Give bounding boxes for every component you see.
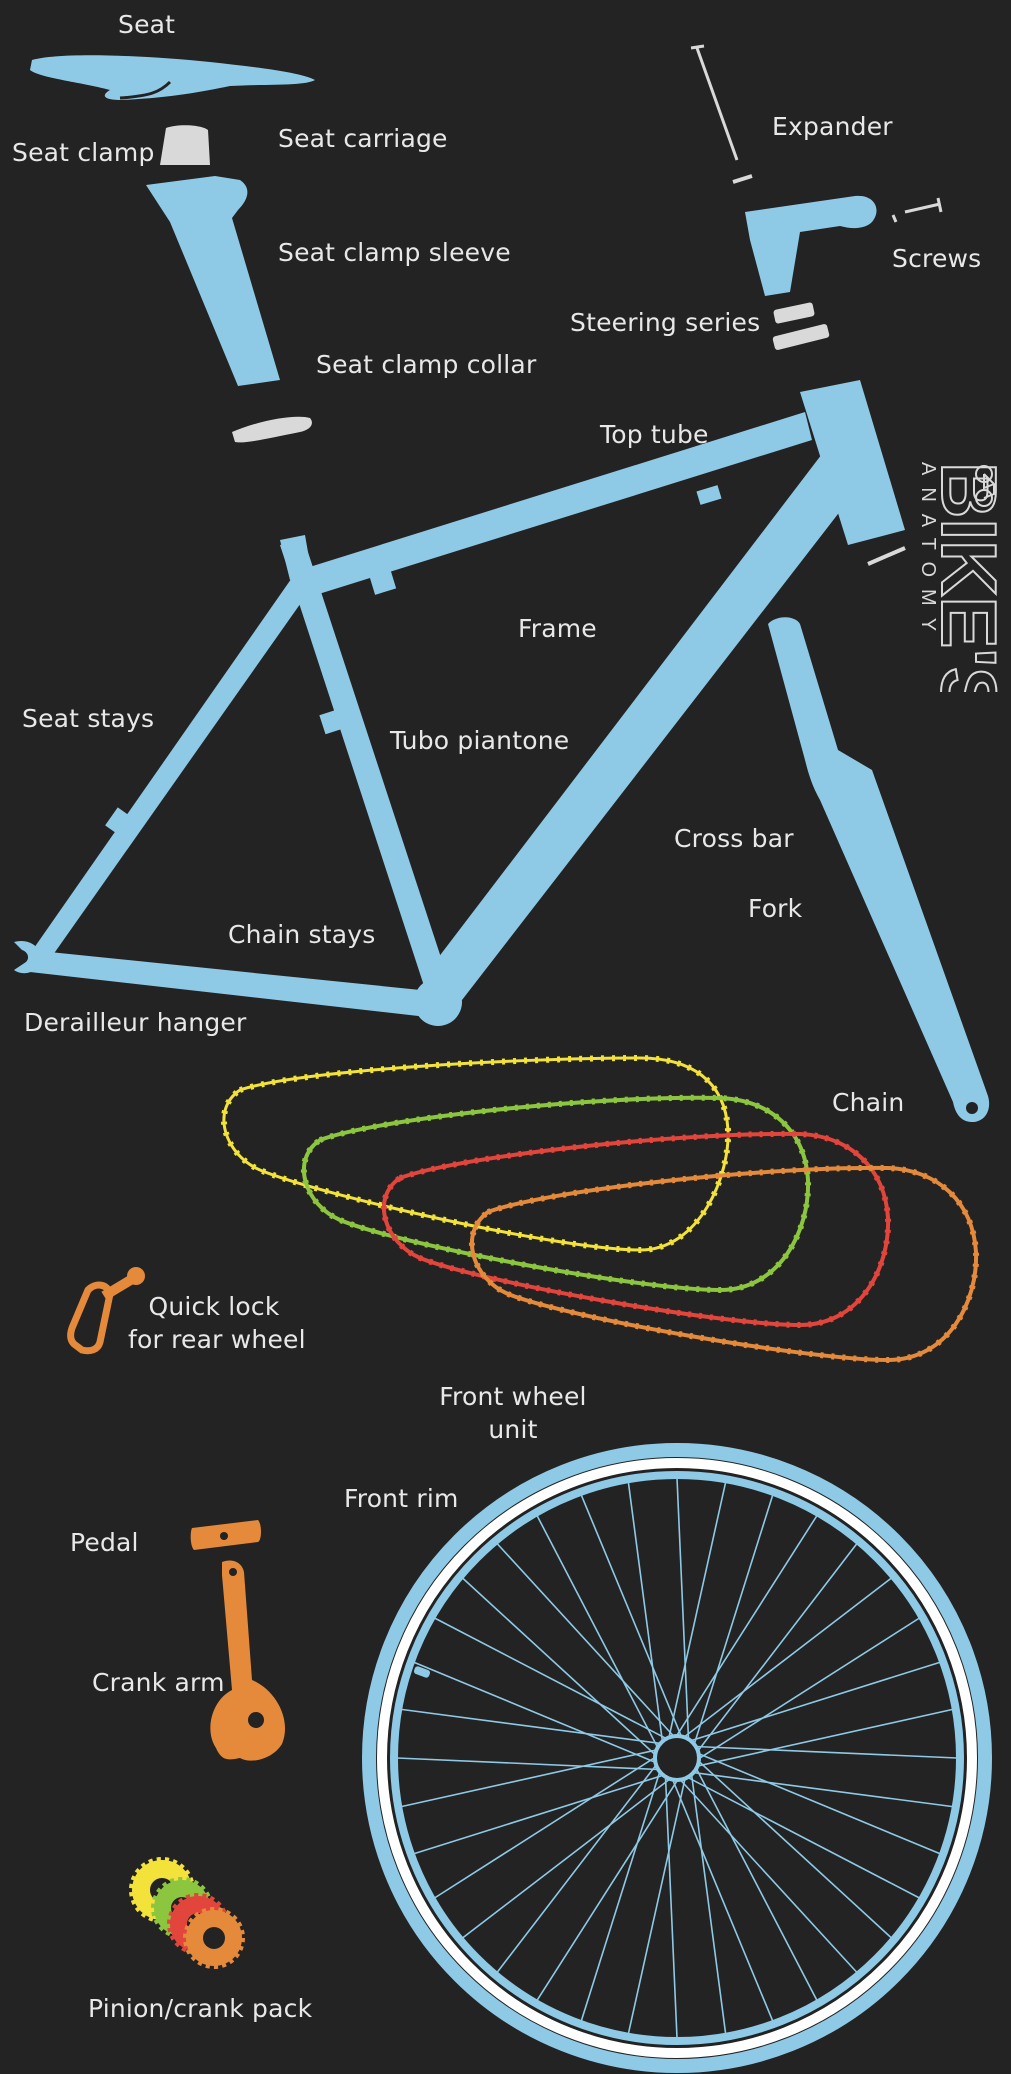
seat-clamp-sleeve-shape	[146, 176, 280, 386]
wheel-spoke	[666, 1777, 677, 2038]
pedal-shape	[191, 1520, 261, 1550]
fork-shape	[768, 617, 989, 1122]
expander-shape	[691, 46, 752, 182]
wheel-spoke	[676, 1516, 817, 1736]
seat-clamp-sleeve-label: Seat clamp sleeve	[278, 236, 511, 269]
seat-clamp-shape	[160, 125, 210, 165]
derailleur-hanger-label: Derailleur hanger	[24, 1006, 246, 1039]
chain-label: Chain	[832, 1086, 904, 1119]
wheel-spoke	[698, 1544, 857, 1752]
seat-shape	[30, 55, 315, 100]
quick-lock-label-line1: Quick lock	[128, 1290, 300, 1323]
front-wheel-unit-label: Front wheel unit	[430, 1380, 596, 1446]
pinion-pack-shape	[132, 1860, 242, 1966]
wheel-spoke	[697, 1709, 952, 1766]
screws-label: Screws	[892, 242, 981, 275]
wheel-spoke	[401, 1750, 656, 1807]
wheel-spoke	[628, 1778, 685, 2033]
front-wheel-label-line1: Front wheel	[430, 1380, 596, 1413]
wheel-spoke	[696, 1768, 817, 2000]
seat-carriage-label: Seat carriage	[278, 122, 448, 155]
tubo-piantone-label: Tubo piantone	[390, 724, 569, 757]
wheel-spoke	[414, 1775, 663, 1854]
wheel-spoke	[691, 1662, 940, 1741]
crank-arm-shape	[210, 1560, 285, 1760]
wheel-spoke	[463, 1779, 671, 1938]
seat-clamp-collar-label: Seat clamp collar	[316, 348, 536, 381]
wheel-spoke	[669, 1482, 726, 1737]
quick-lock-label: Quick lock for rear wheel	[128, 1290, 300, 1356]
front-wheel-shape	[369, 1450, 985, 2066]
fork-label: Fork	[748, 892, 802, 925]
wheel-spoke	[694, 1495, 773, 1744]
wheel-spoke	[687, 1777, 919, 1898]
steering-series-label: Steering series	[570, 306, 760, 339]
wheel-spoke	[699, 1618, 919, 1759]
chain-stays-label: Chain stays	[228, 918, 376, 951]
frame-label: Frame	[518, 612, 597, 645]
seat-stays-label: Seat stays	[22, 702, 154, 735]
quick-lock-label-line2: for rear wheel	[128, 1323, 300, 1356]
wheel-spoke	[696, 1747, 957, 1758]
screws-shape	[893, 198, 941, 222]
seat-label: Seat	[118, 8, 175, 41]
pinion-pack-label: Pinion/crank pack	[88, 1992, 312, 2025]
head-tube-mark	[868, 548, 905, 564]
steering-series-shape	[772, 302, 830, 351]
wheel-spoke	[581, 1772, 660, 2021]
brand-logo: BIKE'S ANATOMY	[920, 462, 1011, 692]
stem-shape	[745, 196, 877, 296]
expander-label: Expander	[772, 110, 893, 143]
pedal-label: Pedal	[70, 1526, 139, 1559]
brand-subtitle: ANATOMY	[920, 462, 939, 643]
front-wheel-label-line2: unit	[430, 1413, 596, 1446]
wheel-spoke	[677, 1478, 688, 1739]
wheel-spoke	[497, 1765, 656, 1973]
wheel-spoke	[537, 1780, 678, 2000]
crank-arm-label: Crank arm	[92, 1666, 225, 1699]
top-tube-label: Top tube	[600, 418, 709, 451]
wheel-spoke	[435, 1757, 655, 1898]
cross-bar-label: Cross bar	[674, 822, 794, 855]
wheel-spoke	[435, 1618, 667, 1739]
wheel-spoke	[537, 1516, 658, 1748]
front-rim-label: Front rim	[344, 1482, 459, 1515]
wheel-spoke	[397, 1758, 658, 1769]
seat-clamp-collar-shape	[232, 417, 312, 443]
seat-clamp-label: Seat clamp	[12, 136, 155, 169]
wheel-spoke	[684, 1578, 892, 1737]
